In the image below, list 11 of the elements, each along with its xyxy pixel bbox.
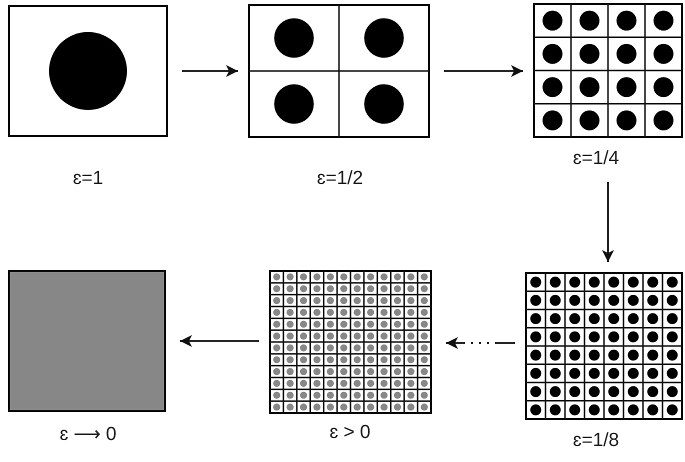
arrow: [180, 335, 259, 347]
arrow: [182, 65, 238, 77]
epsilon-label: ɛ > 0: [330, 422, 370, 444]
epsilon-label: ɛ=1/4: [572, 148, 620, 170]
arrow: [602, 182, 614, 262]
epsilon-label: ɛ=1/2: [316, 168, 364, 190]
epsilon-label: ɛ=1: [72, 168, 104, 190]
epsilon-label: ɛ=1/8: [572, 430, 620, 452]
arrow: [444, 65, 523, 77]
epsilon-label: ɛ ⟶ 0: [60, 423, 116, 446]
arrow: [446, 337, 515, 349]
